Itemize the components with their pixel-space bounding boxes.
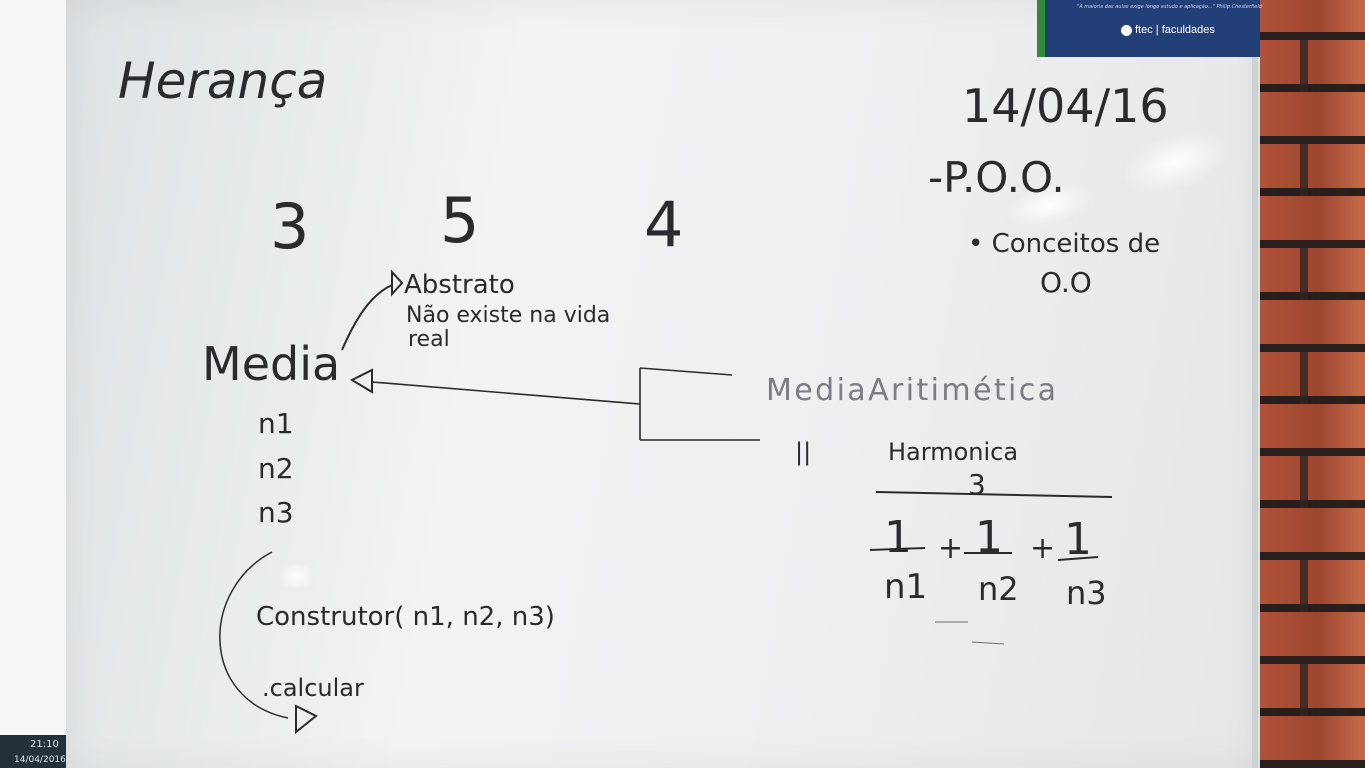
subclass-harmonica: Harmonica [888,438,1018,466]
note-nao-existe: Não existe na vida [406,303,610,328]
ftec-banner: "A maioria das aulas exige longo estudo … [1037,0,1262,57]
subclass-media-aritmetica: MediaAritimética [766,373,1056,408]
note-real: real [408,327,450,352]
formula-denominator-3: n3 [1066,574,1107,612]
formula-plus-1: + [938,531,963,566]
board-date: 14/04/16 [962,79,1169,133]
formula-denominator-2: n2 [978,570,1019,608]
formula-denominator-1: n1 [884,567,927,607]
brick-mortar [1300,0,1308,768]
formula-fraction-line [875,491,1113,498]
board-smudge [935,621,1005,645]
number-5: 5 [440,184,479,257]
banner-quote: "A maioria das aulas exige longo estudo … [1077,4,1262,10]
board-bullet-cont: O.O [1040,266,1092,299]
board-bullet: • Conceitos de [968,229,1160,259]
note-connector [341,284,393,351]
board-topic: -P.O.O. [928,153,1065,202]
formula-term-3: 1 [1064,514,1092,565]
taskbar-clock: 21:10 [30,739,59,750]
formula-term-2: 1 [975,512,1003,563]
method-flow-arc [219,551,289,719]
formula-term-3-line [1057,556,1099,561]
attr-n2: n2 [258,452,294,485]
attr-n3: n3 [258,496,294,529]
whiteboard [66,0,1260,768]
inheritance-line [371,367,760,441]
banner-stripe [1037,0,1045,57]
formula-term-1-line [869,547,926,551]
number-4: 4 [644,188,683,261]
monitor-screen [0,0,78,735]
ftec-logo: ftec | faculdades [1135,24,1215,36]
ditto-mark: || [795,438,811,466]
method-calcular: .calcular [262,674,364,702]
inheritance-triangle [349,368,373,394]
note-abstrato: Abstrato [404,270,515,300]
formula-numerator: 3 [968,468,986,501]
constructor-text: Construtor( n1, n2, n3) [256,602,555,632]
ftec-logo-icon [1121,25,1132,36]
light-glare [278,562,314,590]
class-media: Media [202,337,340,391]
formula-term-1: 1 [884,512,912,563]
formula-plus-2: + [1030,531,1055,566]
flow-arrowhead [295,704,318,735]
taskbar-date: 14/04/2016 [14,755,66,765]
whiteboard-frame [1252,0,1258,768]
board-title: Herança [118,52,327,110]
note-arrowhead [391,269,404,297]
number-3: 3 [270,190,309,263]
attr-n1: n1 [258,407,294,440]
